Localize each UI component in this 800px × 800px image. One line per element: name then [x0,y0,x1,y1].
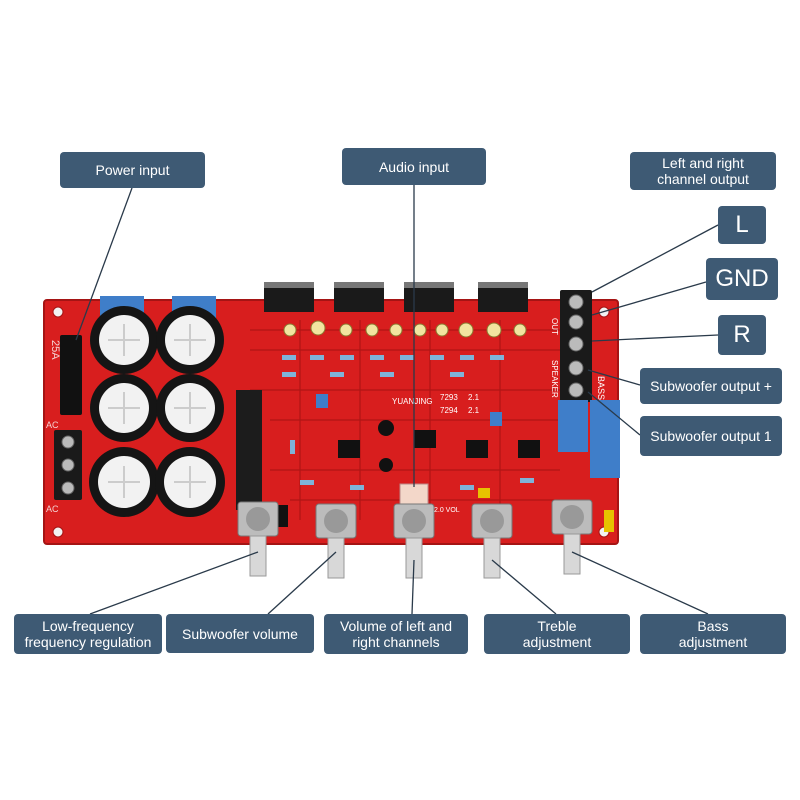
amp-chip [478,282,528,312]
pcb-traces [250,320,560,520]
leader-power-input [75,187,133,341]
bass-adjustment-label: Bass adjustment [640,614,786,654]
mount-hole [52,526,64,538]
capacitor [90,374,158,442]
leader-sub-volume [267,551,337,615]
small-yellow-cap [478,488,490,498]
capacitor [156,374,224,442]
chip-label-b: 7294 [440,406,458,415]
amplifier-chips [264,282,528,312]
potentiometer-bass[interactable] [551,499,593,575]
op-amp-chip [466,440,488,458]
leader-right [591,334,719,342]
small-film-cap [316,394,328,408]
vol-label: 2.0 VOL [434,507,460,514]
subwoofer-volume-label: Subwoofer volume [166,614,314,653]
ground-label: GND [706,258,778,300]
bass-mark-label: BASS [596,376,606,400]
capacitor-bank [89,306,225,517]
power-input-label: Power input [60,152,205,188]
speaker-label: SPEAKER [550,360,559,398]
right-channel-label: R [718,315,766,355]
fuse-label: 25A [49,340,61,360]
leader-lr-volume [411,559,415,615]
version-label-a: 2.1 [468,393,480,402]
leader-sub-plus [587,369,641,386]
heatsink [236,390,262,510]
leader-bass [571,551,709,615]
capacitor [155,447,225,517]
potentiometer-lr-volume[interactable] [393,503,435,579]
small-electrolytic [379,458,393,472]
leader-left [591,224,719,293]
ac-label-top: AC [46,420,59,430]
ac-terminal [54,430,82,500]
version-label-b: 2.1 [468,406,480,415]
audio-input-label: Audio input [342,148,486,185]
capacitor [156,306,224,374]
small-electrolytic [378,420,394,436]
speaker-terminal [560,290,592,402]
potentiometer-subwoofer-volume[interactable] [315,503,357,579]
leader-treble [491,559,557,615]
leader-lines [75,185,719,615]
subwoofer-output-plus-label: Subwoofer output + [640,368,782,404]
ac-label-bottom: AC [46,504,59,514]
amp-chip [404,282,454,312]
potentiometer-bass-volume[interactable] [237,501,279,577]
subwoofer-capacitor [590,400,620,478]
yellow-jumper [604,510,614,532]
capacitor [90,306,158,374]
capacitor [89,447,159,517]
op-amp-chip [414,430,436,448]
subwoofer-output-1-label: Subwoofer output 1 [640,416,782,456]
leader-ground [591,281,707,316]
lr-volume-label: Volume of left and right channels [324,614,468,654]
leader-low-freq [89,551,259,615]
leader-sub-1 [587,391,641,436]
out-label: OUT [550,318,559,335]
op-amp-chip [338,440,360,458]
treble-adjustment-label: Treble adjustment [484,614,630,654]
low-frequency-regulation-label: Low-frequency frequency regulation [14,614,162,654]
amp-chip [334,282,384,312]
small-film-cap [490,412,502,426]
brand-label: YUANJING [392,397,432,406]
mount-hole [52,306,64,318]
amp-chip [264,282,314,312]
potentiometer-treble[interactable] [471,503,513,579]
lr-output-label: Left and right channel output [630,152,776,190]
op-amp-chip [518,440,540,458]
chip-label-a: 7293 [440,393,458,402]
left-channel-label: L [718,206,766,244]
rectifier-block [60,335,82,415]
subwoofer-capacitor [558,400,588,452]
